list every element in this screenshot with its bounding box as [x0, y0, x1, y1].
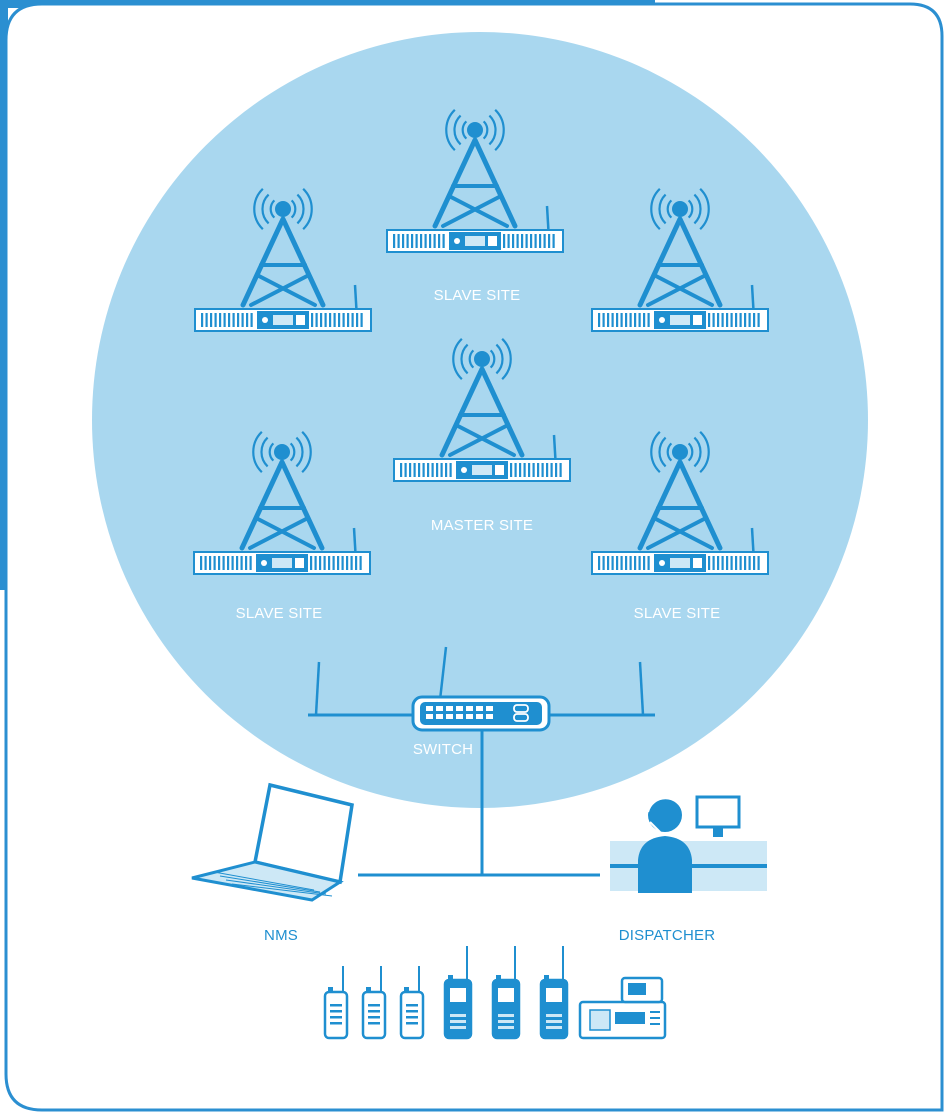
antenna-tower-icon: [637, 201, 723, 308]
nms-label: NMS: [264, 927, 298, 944]
signal-waves-icon: [650, 431, 710, 473]
portable-radio-icon: [399, 966, 425, 1040]
signal-waves-icon: [445, 109, 505, 151]
antenna-tower-icon: [240, 201, 326, 308]
antenna-tower-icon: [432, 122, 518, 229]
antenna-tower-icon: [239, 444, 325, 551]
switch-label: SWITCH: [412, 741, 474, 758]
dispatcher-console-icon: [610, 795, 767, 893]
antenna-tower-icon: [439, 351, 525, 458]
network-switch-icon: [411, 695, 551, 732]
base-station-icon: [591, 308, 769, 332]
dispatcher-label: DISPATCHER: [618, 927, 716, 944]
site-master: [393, 338, 571, 482]
portable-radio-icon: [443, 946, 473, 1040]
antenna-tower-icon: [637, 444, 723, 551]
base-station-icon: [591, 551, 769, 575]
portable-radio-icon: [361, 966, 387, 1040]
portable-radio-icon: [539, 946, 569, 1040]
laptop-icon: [191, 782, 354, 902]
base-station-icon: [194, 308, 372, 332]
portable-radio-icon: [491, 946, 521, 1040]
site-slave-right-upper: [591, 188, 769, 332]
site-slave-left-upper: [194, 188, 372, 332]
signal-waves-icon: [650, 188, 710, 230]
base-station-icon: [386, 229, 564, 253]
signal-waves-icon: [452, 338, 512, 380]
site-slave-left-lower: [193, 431, 371, 575]
signal-waves-icon: [253, 188, 313, 230]
site-label-slave-left-lower: SLAVE SITE: [235, 605, 323, 622]
base-station-icon: [393, 458, 571, 482]
site-label-slave-right-lower: SLAVE SITE: [633, 605, 721, 622]
switch-antennas: [314, 646, 645, 716]
mobile-radio-icon: [578, 976, 667, 1040]
site-label-master: MASTER SITE: [430, 517, 534, 534]
portable-radio-icon: [323, 966, 349, 1040]
base-station-icon: [193, 551, 371, 575]
site-slave-right-lower: [591, 431, 769, 575]
site-slave-top: [386, 109, 564, 253]
site-label-slave-top: SLAVE SITE: [433, 287, 521, 304]
signal-waves-icon: [252, 431, 312, 473]
